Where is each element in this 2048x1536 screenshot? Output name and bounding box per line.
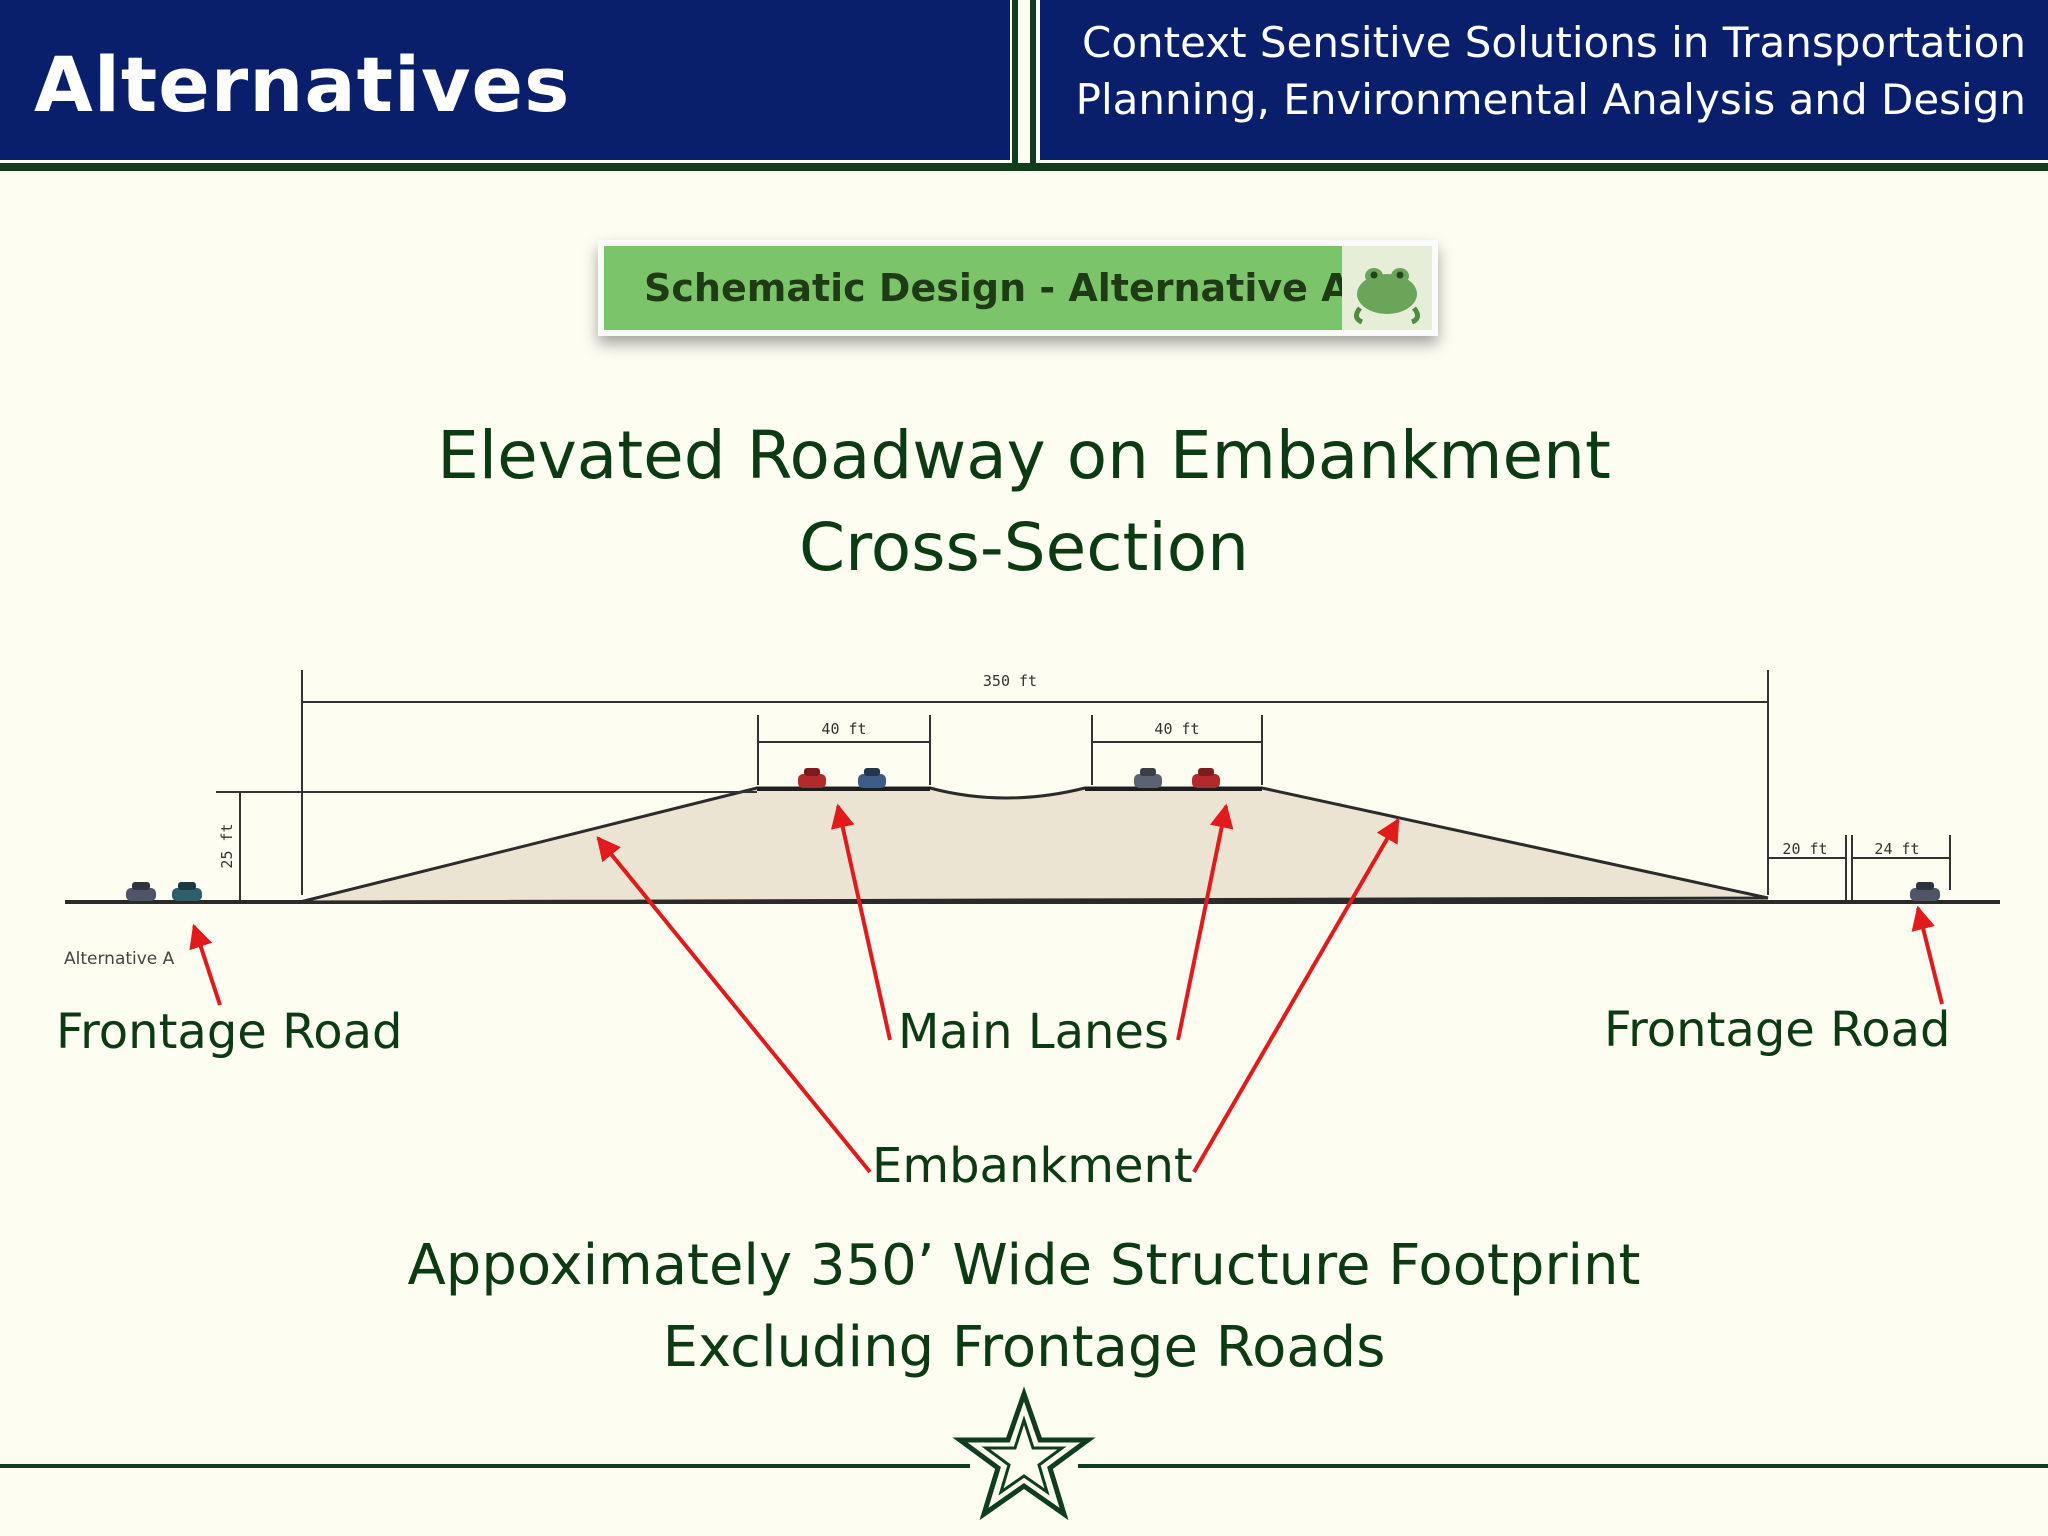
dim-lane-left-label: 40 ft	[821, 720, 866, 738]
arrow-embankment-right	[1192, 817, 1400, 1174]
header-rule	[0, 163, 2048, 171]
callout-main-lanes: Main Lanes	[898, 1004, 1169, 1060]
car-frontage-right	[1910, 882, 1940, 901]
embankment-shape	[299, 786, 1769, 904]
car-frontage-left-1	[126, 882, 156, 901]
arrow-frontage-right	[1911, 905, 1944, 1005]
arrow-main-lanes-left	[830, 803, 892, 1041]
slide-subtitle: Context Sensitive Solutions in Transport…	[1066, 14, 2026, 128]
footprint-line-1: Appoximately 350’ Wide Structure Footpri…	[407, 1233, 1641, 1298]
subtitle-line-2: Planning, Environmental Analysis and Des…	[1075, 75, 2026, 124]
footprint-statement: Appoximately 350’ Wide Structure Footpri…	[0, 1225, 2048, 1389]
car-frontage-left-2	[172, 882, 202, 901]
arrow-embankment-left	[596, 836, 872, 1174]
schematic-badge: Schematic Design - Alternative A	[598, 240, 1438, 336]
main-title-line-1: Elevated Roadway on Embankment	[437, 417, 1611, 494]
main-title: Elevated Roadway on Embankment Cross-Sec…	[0, 410, 2048, 594]
dim-lane-right-label: 40 ft	[1154, 720, 1199, 738]
header-bar-right	[1040, 0, 2048, 160]
dim-shoulder-label: 20 ft	[1782, 840, 1827, 858]
header-divider-right	[1030, 0, 1036, 171]
slide-title: Alternatives	[34, 40, 571, 129]
frog-icon	[1342, 246, 1432, 330]
arrow-frontage-left	[189, 923, 222, 1006]
subtitle-line-1: Context Sensitive Solutions in Transport…	[1082, 18, 2026, 67]
footprint-line-2: Excluding Frontage Roads	[662, 1315, 1386, 1380]
car-main-left-2	[858, 768, 886, 788]
dim-height-label: 25 ft	[218, 823, 236, 868]
car-main-right-2	[1192, 768, 1220, 788]
header-bar-left	[0, 0, 1010, 160]
arrow-main-lanes-right	[1176, 803, 1234, 1041]
header-divider-left	[1012, 0, 1018, 171]
car-main-right-1	[1134, 768, 1162, 788]
car-main-left-1	[798, 768, 826, 788]
badge-panel: Schematic Design - Alternative A	[604, 246, 1432, 330]
callout-embankment: Embankment	[872, 1138, 1193, 1194]
drawing-caption: Alternative A	[64, 949, 175, 969]
main-title-line-2: Cross-Section	[799, 509, 1249, 586]
callout-frontage-road-left: Frontage Road	[56, 1004, 403, 1060]
star-icon	[952, 1386, 1096, 1521]
dim-total-label: 350 ft	[983, 672, 1037, 690]
dim-frontage-label: 24 ft	[1874, 840, 1919, 858]
callout-frontage-road-right: Frontage Road	[1604, 1002, 1951, 1058]
badge-label: Schematic Design - Alternative A	[644, 266, 1351, 310]
